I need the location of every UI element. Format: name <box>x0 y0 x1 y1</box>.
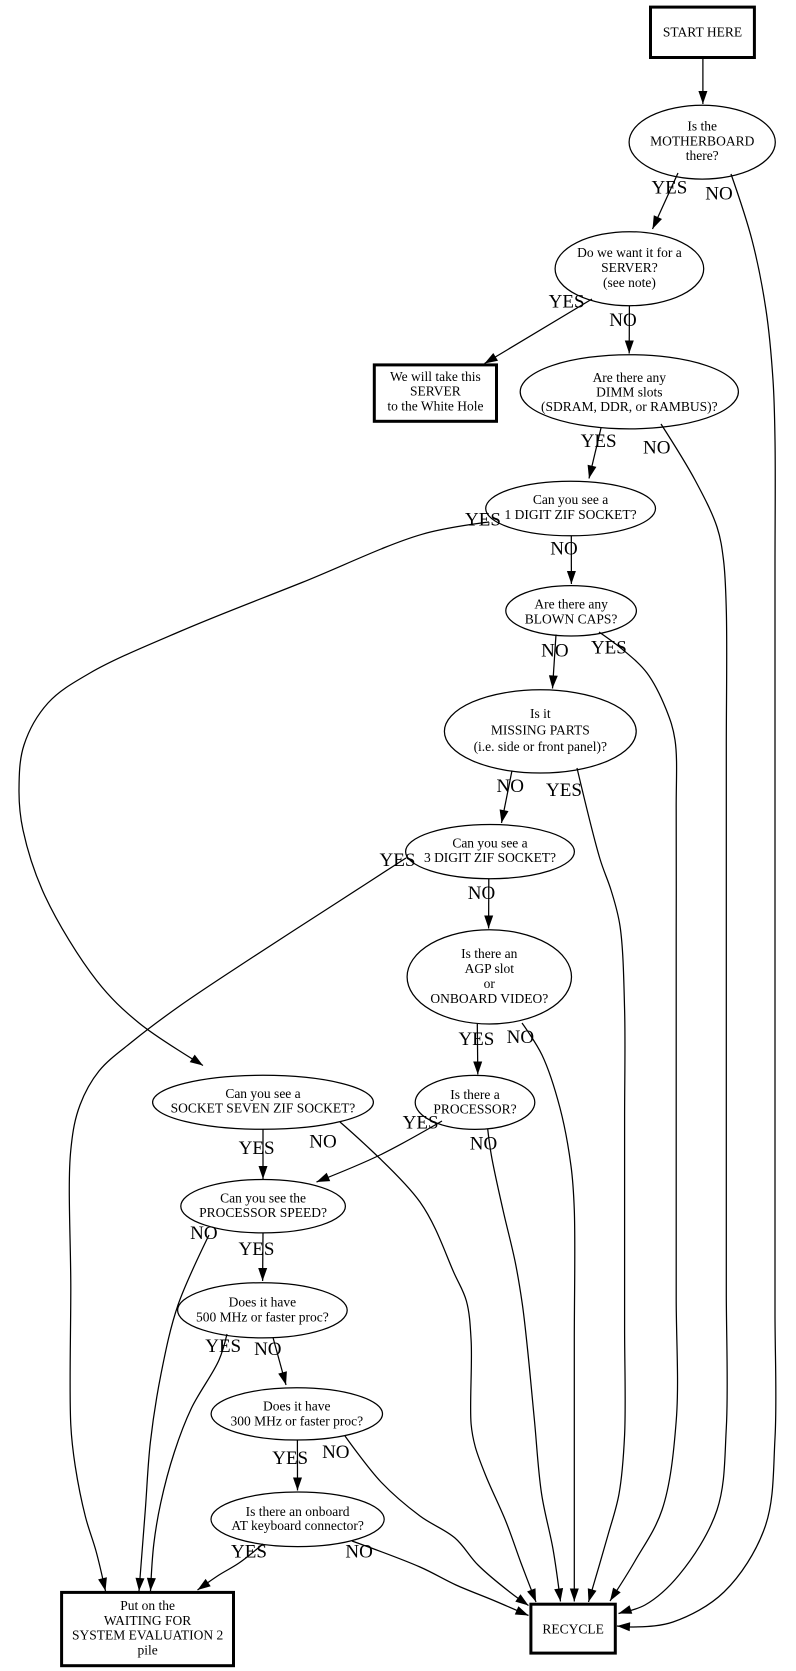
svg-text:Is there an onboard: Is there an onboard <box>246 1504 350 1519</box>
svg-text:Can you see a: Can you see a <box>452 835 527 850</box>
svg-text:3 DIGIT ZIF SOCKET?: 3 DIGIT ZIF SOCKET? <box>424 850 556 865</box>
svg-text:YES: YES <box>380 850 416 871</box>
svg-text:YES: YES <box>549 291 585 312</box>
svg-text:Can you see a: Can you see a <box>533 492 608 507</box>
svg-text:Is there an: Is there an <box>461 946 517 961</box>
svg-text:NO: NO <box>470 1134 497 1155</box>
svg-text:Does it have: Does it have <box>229 1295 296 1310</box>
svg-text:YES: YES <box>581 431 617 452</box>
svg-text:YES: YES <box>272 1448 308 1469</box>
svg-text:YES: YES <box>458 1029 494 1050</box>
svg-text:YES: YES <box>465 509 501 530</box>
svg-text:MOTHERBOARD: MOTHERBOARD <box>650 133 755 148</box>
svg-text:(i.e. side or front panel)?: (i.e. side or front panel)? <box>474 739 607 754</box>
svg-text:there?: there? <box>686 148 719 163</box>
svg-text:(SDRAM, DDR, or RAMBUS)?: (SDRAM, DDR, or RAMBUS)? <box>541 399 718 414</box>
svg-text:Is the: Is the <box>687 119 717 134</box>
svg-text:NO: NO <box>309 1131 336 1152</box>
svg-text:NO: NO <box>190 1223 217 1244</box>
svg-text:(see note): (see note) <box>603 275 656 290</box>
svg-text:MISSING PARTS: MISSING PARTS <box>491 723 590 738</box>
svg-text:YES: YES <box>231 1541 267 1562</box>
svg-text:Do we want it for a: Do we want it for a <box>577 245 682 260</box>
svg-text:YES: YES <box>205 1336 241 1357</box>
svg-text:YES: YES <box>591 638 627 659</box>
svg-text:ONBOARD VIDEO?: ONBOARD VIDEO? <box>430 991 548 1006</box>
svg-text:YES: YES <box>239 1239 275 1260</box>
svg-text:AGP slot: AGP slot <box>465 961 515 976</box>
svg-text:NO: NO <box>322 1442 349 1463</box>
svg-text:NO: NO <box>705 183 732 204</box>
svg-text:Does it have: Does it have <box>263 1399 330 1414</box>
svg-text:Is there a: Is there a <box>450 1087 499 1102</box>
svg-text:or: or <box>484 976 496 991</box>
svg-text:500 MHz or faster proc?: 500 MHz or faster proc? <box>196 1310 329 1325</box>
svg-text:YES: YES <box>651 177 687 198</box>
svg-text:BLOWN CAPS?: BLOWN CAPS? <box>525 612 618 627</box>
svg-text:NO: NO <box>609 310 636 331</box>
svg-text:START HERE: START HERE <box>663 25 742 40</box>
svg-text:pile: pile <box>137 1643 157 1658</box>
svg-text:Put on the: Put on the <box>120 1598 175 1613</box>
svg-text:AT keyboard connector?: AT keyboard connector? <box>231 1518 363 1533</box>
svg-text:Can you see a: Can you see a <box>225 1086 300 1101</box>
svg-text:WAITING FOR: WAITING FOR <box>104 1613 191 1628</box>
svg-text:NO: NO <box>507 1027 534 1048</box>
svg-text:NO: NO <box>345 1541 372 1562</box>
svg-text:300 MHz or faster proc?: 300 MHz or faster proc? <box>230 1413 363 1428</box>
svg-text:1 DIGIT ZIF SOCKET?: 1 DIGIT ZIF SOCKET? <box>505 507 637 522</box>
svg-text:Is it: Is it <box>530 706 551 721</box>
svg-text:Are there any: Are there any <box>593 370 667 385</box>
svg-text:NO: NO <box>541 641 568 662</box>
svg-text:Are there any: Are there any <box>534 597 608 612</box>
svg-text:PROCESSOR SPEED?: PROCESSOR SPEED? <box>199 1205 327 1220</box>
svg-text:We will take this: We will take this <box>390 369 481 384</box>
svg-text:NO: NO <box>496 776 523 797</box>
svg-text:DIMM slots: DIMM slots <box>596 384 662 399</box>
svg-text:SYSTEM EVALUATION 2: SYSTEM EVALUATION 2 <box>72 1627 223 1642</box>
svg-text:NO: NO <box>550 539 577 560</box>
svg-text:YES: YES <box>403 1112 439 1133</box>
svg-text:YES: YES <box>239 1138 275 1159</box>
svg-text:YES: YES <box>546 780 582 801</box>
svg-text:to the White Hole: to the White Hole <box>387 398 483 413</box>
svg-text:NO: NO <box>254 1339 281 1360</box>
svg-text:SERVER?: SERVER? <box>601 260 658 275</box>
svg-text:Can you see the: Can you see the <box>220 1190 306 1205</box>
svg-text:PROCESSOR?: PROCESSOR? <box>433 1101 516 1116</box>
svg-text:SOCKET SEVEN ZIF SOCKET?: SOCKET SEVEN ZIF SOCKET? <box>171 1101 356 1116</box>
svg-text:NO: NO <box>643 438 670 459</box>
svg-text:RECYCLE: RECYCLE <box>542 1622 604 1637</box>
svg-text:NO: NO <box>468 883 495 904</box>
svg-text:SERVER: SERVER <box>410 384 461 399</box>
